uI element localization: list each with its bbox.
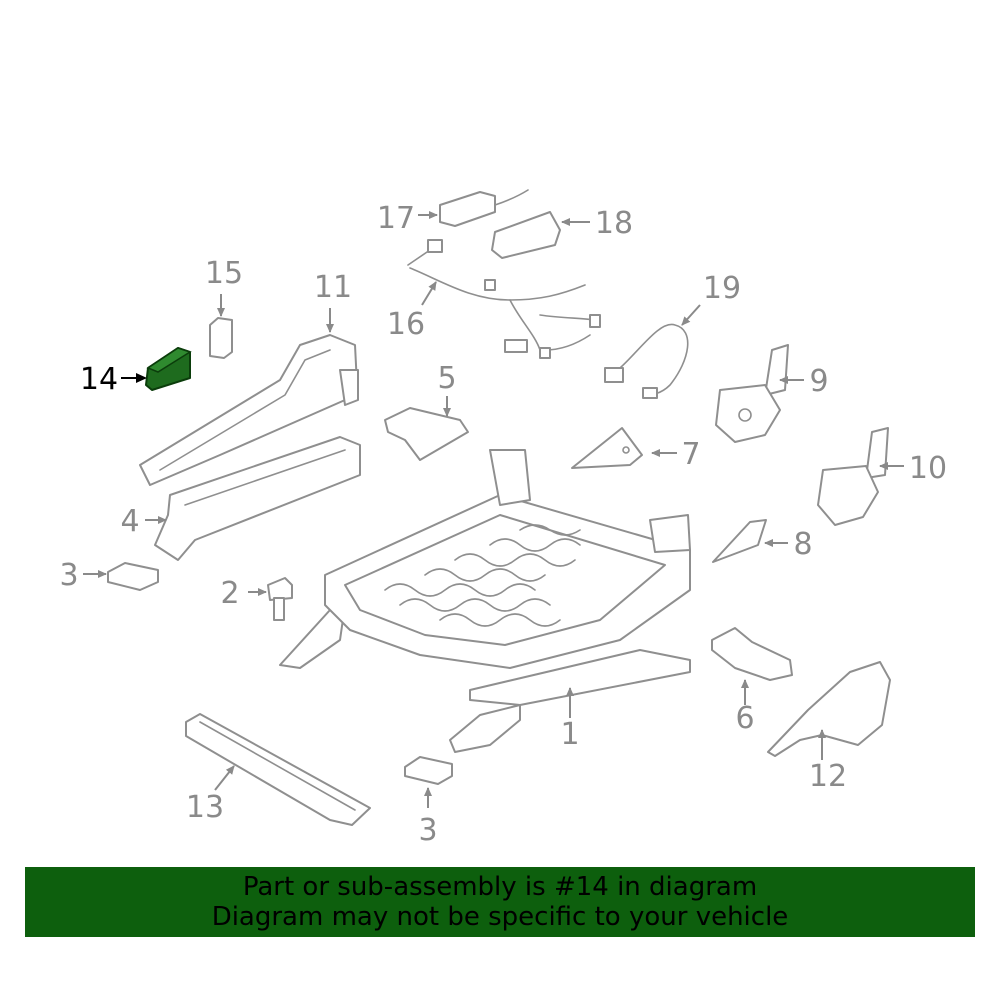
callout-labels: 1 2 3 3 4 5 6 7 8 9 10 11 12 13 14 15 16… — [59, 201, 947, 848]
callout-1: 1 — [560, 717, 579, 752]
callout-7: 7 — [681, 437, 700, 472]
callout-12: 12 — [809, 759, 847, 794]
banner-line-disclaimer: Diagram may not be specific to your vehi… — [211, 902, 789, 932]
part-4-side-rail-cover — [154, 436, 361, 561]
callout-8: 8 — [793, 527, 812, 562]
part-15-cap — [209, 317, 233, 359]
part-1-seat-frame — [279, 449, 691, 753]
part-3-pad-lower — [404, 756, 453, 785]
callout-16: 16 — [387, 307, 425, 342]
part-11-side-shield — [139, 334, 359, 486]
callout-6: 6 — [735, 701, 754, 736]
callout-5: 5 — [437, 361, 456, 396]
callout-3-lower: 3 — [418, 813, 437, 848]
callout-17: 17 — [377, 201, 415, 236]
part-10-hinge-cover — [817, 427, 889, 526]
part-16-wire-harness — [407, 239, 601, 359]
callout-18: 18 — [595, 206, 633, 241]
callout-10: 10 — [909, 451, 947, 486]
part-6-cover — [711, 627, 793, 681]
callout-15: 15 — [205, 256, 243, 291]
callout-9: 9 — [809, 364, 828, 399]
callout-3-upper: 3 — [59, 558, 78, 593]
banner-line-part-number: Part or sub-assembly is #14 in diagram — [242, 872, 758, 902]
part-12-cover — [767, 661, 891, 757]
leader-lines — [83, 211, 904, 808]
part-13-rail — [185, 713, 371, 826]
part-2-bolt — [267, 577, 293, 621]
callout-11: 11 — [314, 270, 352, 305]
part-7-trim — [571, 427, 643, 469]
callout-4: 4 — [120, 504, 139, 539]
callout-19: 19 — [703, 271, 741, 306]
part-19-cable — [604, 323, 689, 399]
part-14-highlighted[interactable] — [145, 347, 192, 391]
part-5-bracket — [384, 407, 469, 461]
callout-2: 2 — [220, 576, 239, 611]
part-3-pad-upper — [107, 562, 159, 591]
part-8-trim — [712, 519, 767, 563]
part-17-switch — [439, 189, 529, 227]
info-banner: Part or sub-assembly is #14 in diagram D… — [25, 867, 975, 937]
callout-14-highlighted[interactable]: 14 — [80, 362, 118, 397]
callout-13: 13 — [186, 790, 224, 825]
part-18-bracket — [491, 211, 561, 259]
part-9-hinge-cover — [715, 344, 789, 443]
